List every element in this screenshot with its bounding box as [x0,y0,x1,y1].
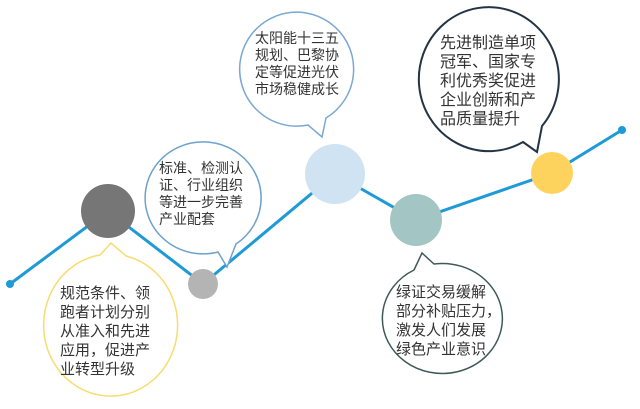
bubble-5-outline [381,251,504,375]
node-5 [531,152,573,194]
bubble-4-outline [417,6,560,154]
bubble-3-text: 太阳能十三五 规划、巴黎协 定等促进光伏 市场稳健成长 [255,31,339,98]
bubble-3-outline [238,11,355,139]
bubble-2-text: 标准、检测认 证、行业组织 等进一步完善 产业配套 [159,161,243,228]
node-1 [81,184,135,238]
node-2 [188,269,218,299]
node-4 [390,194,442,246]
line-end-dot [618,126,626,134]
bubble-1-text: 规范条件、领 跑者计划分别 从准入和先进 应用，促进产 业转型升级 [60,284,151,378]
node-3 [305,144,365,204]
bubble-4-text: 先进制造单项 冠军、国家专 利优秀奖促进 企业创新和产 品质量提升 [440,33,537,128]
bubble-2-outline [144,141,262,269]
line-start-dot [6,280,14,288]
bubble-1-outline [42,241,179,397]
bubble-5-text: 绿证交易缓解 部分补贴压力， 激发人们发展 绿色产业意识 [396,283,502,358]
